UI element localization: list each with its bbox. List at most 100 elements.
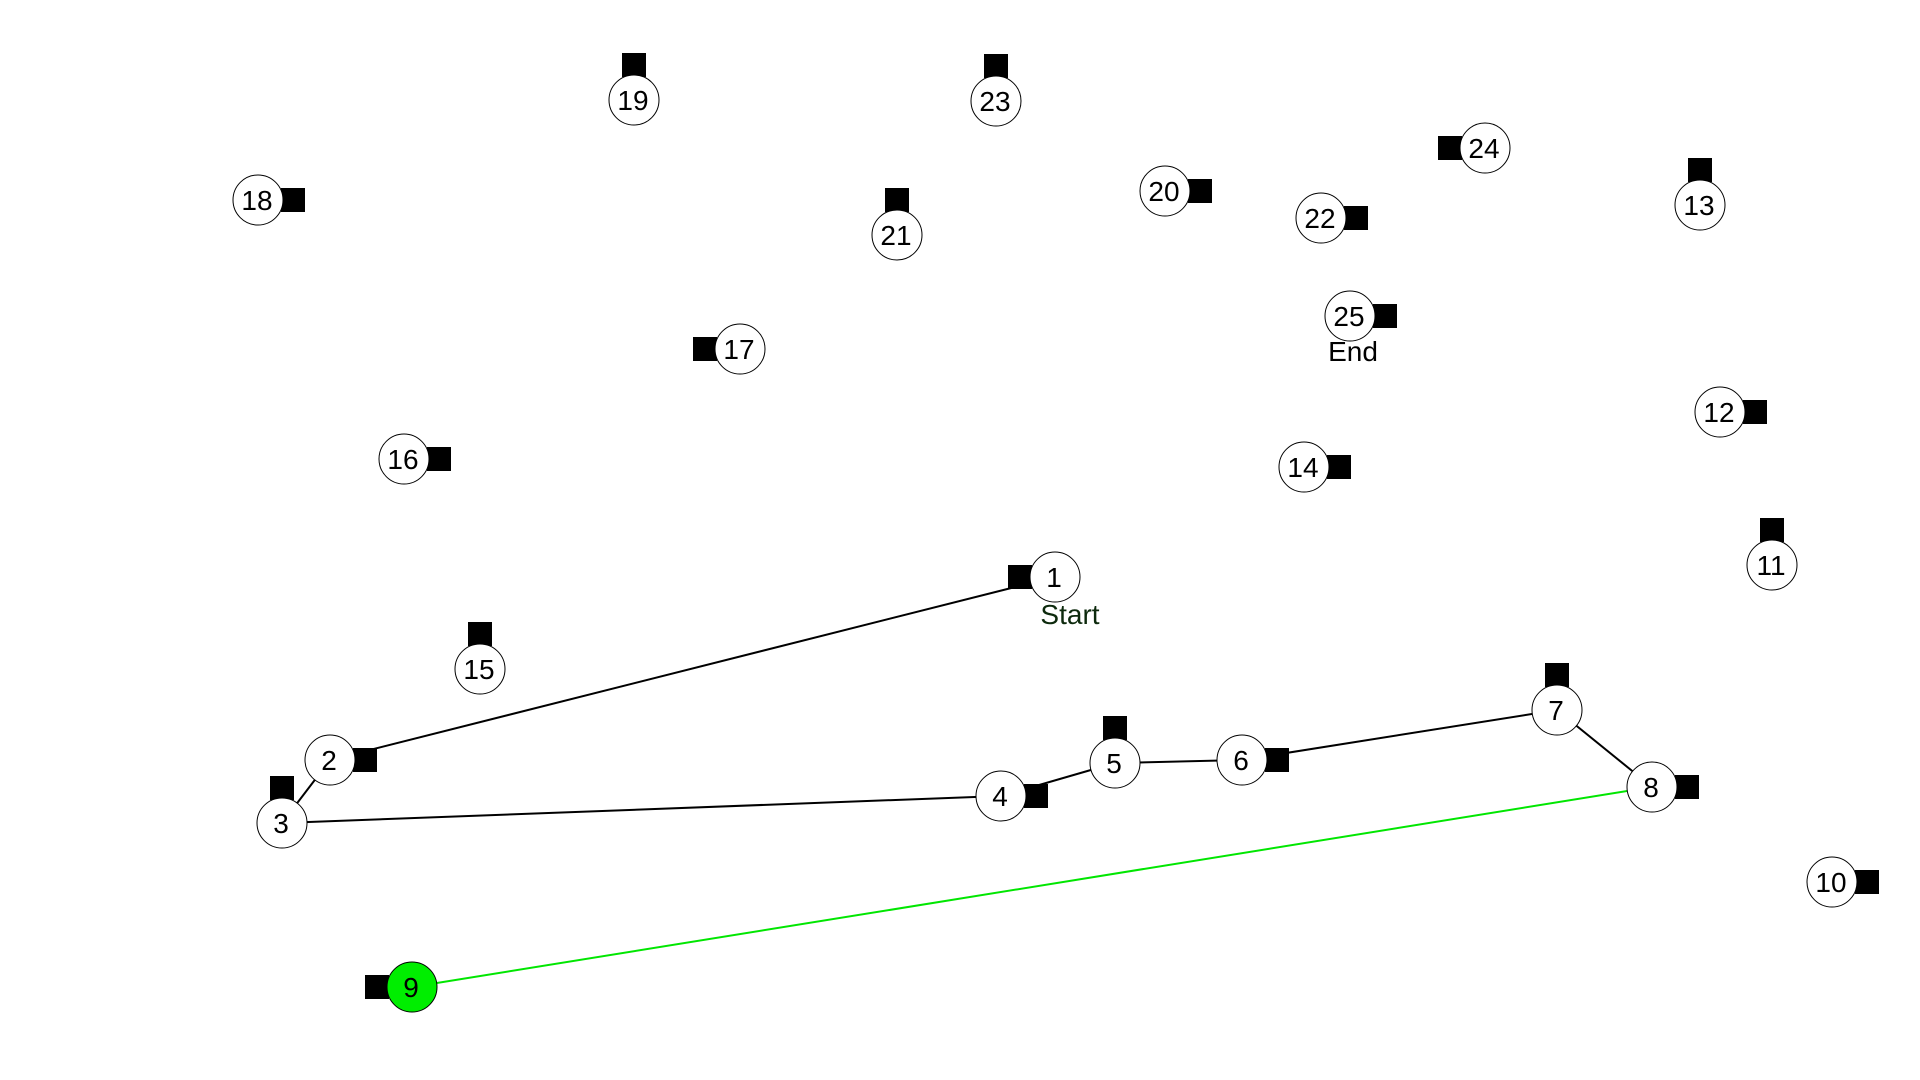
node-7-marker [1545,663,1569,687]
node-3-marker [270,776,294,800]
node-8-label: 8 [1643,772,1659,803]
node-7[interactable]: 7 [1531,684,1583,736]
node-17-circle [714,323,766,375]
node-11[interactable]: 11 [1746,539,1798,591]
node-18-label: 18 [241,185,272,216]
node-6-circle [1216,734,1268,786]
node-14-label: 14 [1287,452,1318,483]
node-2[interactable]: 2 [304,734,356,786]
node-4-marker [1024,784,1048,808]
node-11-marker [1760,518,1784,542]
node-16-circle [378,433,430,485]
node-15-label: 15 [463,654,494,685]
node-23-label: 23 [979,86,1010,117]
node-25-caption: End [1328,336,1378,367]
node-9-marker [365,975,389,999]
node-21[interactable]: 21 [871,209,923,261]
node-5-circle [1089,737,1141,789]
node-25-circle [1324,290,1376,342]
node-8-marker [1675,775,1699,799]
node-9-circle [386,961,438,1013]
node-9[interactable]: 9 [386,961,438,1013]
node-21-marker [885,188,909,212]
node-15[interactable]: 15 [454,643,506,695]
node-8[interactable]: 8 [1626,761,1678,813]
node-3[interactable]: 3 [256,797,308,849]
node-5-marker [1103,716,1127,740]
node-20-circle [1139,165,1191,217]
node-21-circle [871,209,923,261]
node-8-circle [1626,761,1678,813]
node-4-circle [975,770,1027,822]
node-24[interactable]: 24 [1459,122,1511,174]
node-22-circle [1295,192,1347,244]
node-23[interactable]: 23 [970,75,1022,127]
node-18-marker [281,188,305,212]
node-24-circle [1459,122,1511,174]
node-18[interactable]: 18 [232,174,284,226]
node-12[interactable]: 12 [1694,386,1746,438]
node-22-marker [1344,206,1368,230]
node-10[interactable]: 10 [1806,856,1858,908]
node-25[interactable]: 25 [1324,290,1376,342]
node-18-circle [232,174,284,226]
node-20[interactable]: 20 [1139,165,1191,217]
node-17-label: 17 [723,334,754,365]
node-16[interactable]: 16 [378,433,430,485]
captions-layer: Start End [1040,336,1377,630]
node-22[interactable]: 22 [1295,192,1347,244]
markers-layer [270,53,1879,999]
edges-layer [281,576,1653,988]
node-11-label: 11 [1756,550,1785,581]
node-14-marker [1327,455,1351,479]
node-2-marker [353,748,377,772]
node-12-marker [1743,400,1767,424]
node-7-circle [1531,684,1583,736]
node-25-label: 25 [1333,301,1364,332]
node-23-marker [984,54,1008,78]
node-17[interactable]: 17 [714,323,766,375]
node-14-circle [1278,441,1330,493]
node-22-label: 22 [1304,203,1335,234]
node-4-label: 4 [992,781,1008,812]
node-19-label: 19 [617,85,648,116]
node-20-marker [1188,179,1212,203]
edge-6-7 [1241,709,1558,761]
node-14[interactable]: 14 [1278,441,1330,493]
node-12-circle [1694,386,1746,438]
node-24-marker [1438,136,1462,160]
node-3-label: 3 [273,808,289,839]
node-13-circle [1674,179,1726,231]
node-1-marker [1008,565,1032,589]
node-15-circle [454,643,506,695]
node-9-label: 9 [403,972,419,1003]
node-4[interactable]: 4 [975,770,1027,822]
node-3-circle [256,797,308,849]
node-19[interactable]: 19 [608,74,660,126]
node-5[interactable]: 5 [1089,737,1141,789]
node-1-circle [1029,551,1081,603]
edge-1-2 [329,576,1056,761]
node-1-caption: Start [1040,599,1099,630]
node-7-label: 7 [1548,695,1564,726]
node-1-label: 1 [1046,562,1062,593]
node-11-circle [1746,539,1798,591]
active-edge-8-9 [411,786,1653,988]
node-1[interactable]: 1 [1029,551,1081,603]
node-10-label: 10 [1815,867,1846,898]
node-2-circle [304,734,356,786]
node-5-label: 5 [1106,748,1122,779]
node-25-marker [1373,304,1397,328]
node-2-label: 2 [321,745,337,776]
node-10-marker [1855,870,1879,894]
node-16-label: 16 [387,444,418,475]
node-13[interactable]: 13 [1674,179,1726,231]
edge-3-4 [281,795,1002,824]
node-21-label: 21 [880,220,911,251]
node-16-marker [427,447,451,471]
node-15-marker [468,622,492,646]
node-13-label: 13 [1683,190,1714,221]
node-6[interactable]: 6 [1216,734,1268,786]
